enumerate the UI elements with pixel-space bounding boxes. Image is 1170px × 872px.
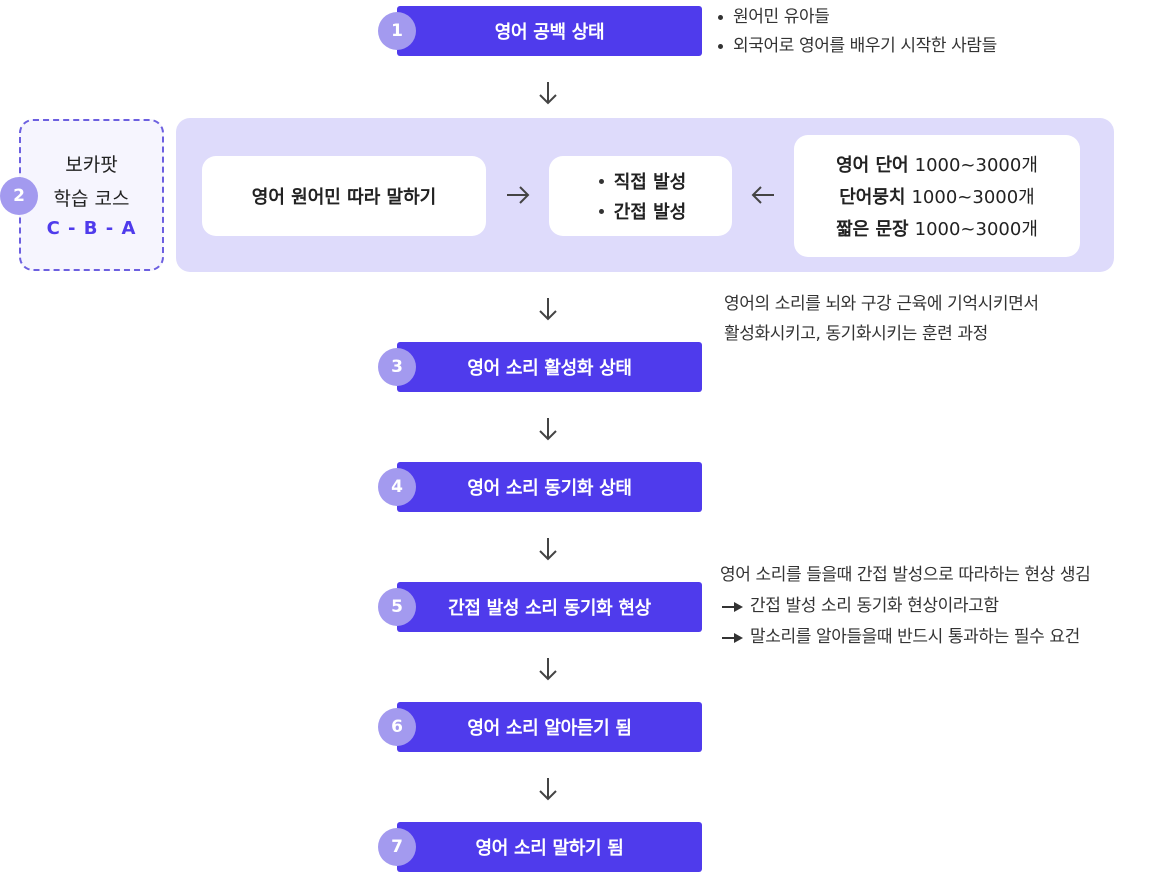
step-number-badge: 5	[378, 588, 416, 626]
note-text: 영어 소리를 들을때 간접 발성으로 따라하는 현상 생김	[720, 565, 1091, 585]
card-phonation: 직접 발성 간접 발성	[549, 156, 732, 236]
note-text: 간접 발성 소리 동기화 현상이라고함	[750, 596, 999, 616]
step-number-badge: 6	[378, 708, 416, 746]
step-1-bar: 영어 공백 상태	[397, 6, 702, 56]
note-text: 활성화시키고, 동기화시키는 훈련 과정	[724, 324, 988, 344]
arrow-down-icon	[539, 82, 557, 105]
note-text: 말소리를 알아들을때 반드시 통과하는 필수 요건	[750, 627, 1080, 647]
bullet-icon	[718, 44, 723, 49]
card-follow-native: 영어 원어민 따라 말하기	[202, 156, 486, 236]
vocab-value: 1000~3000개	[911, 187, 1035, 208]
step-label: 간접 발성 소리 동기화 현상	[448, 598, 651, 619]
step-number-badge: 3	[378, 348, 416, 386]
arrow-down-icon	[539, 538, 557, 561]
step-3-note: 영어의 소리를 뇌와 구강 근육에 기억시키면서 활성화시키고, 동기화시키는 …	[724, 289, 1039, 349]
arrow-down-icon	[539, 298, 557, 321]
note-text: 외국어로 영어를 배우기 시작한 사람들	[733, 36, 997, 56]
vocab-term: 짧은 문장	[836, 219, 909, 240]
arrow-right-icon	[507, 186, 530, 204]
bullet-icon	[718, 15, 723, 20]
note-text: 영어의 소리를 뇌와 구강 근육에 기억시키면서	[724, 294, 1039, 314]
card-list-item: 직접 발성	[613, 172, 687, 193]
course-number-badge: 2	[0, 177, 38, 215]
step-number-badge: 1	[378, 12, 416, 50]
course-box	[19, 119, 164, 271]
arrow-left-icon	[751, 186, 774, 204]
step-label: 영어 소리 알아듣기 됨	[467, 718, 632, 739]
vocab-term: 단어뭉치	[839, 187, 906, 208]
course-title-line1: 보카팟	[65, 154, 118, 176]
step-6-bar: 영어 소리 알아듣기 됨	[397, 702, 702, 752]
vocab-term: 영어 단어	[836, 155, 909, 176]
step-number-badge: 7	[378, 828, 416, 866]
step-4-bar: 영어 소리 동기화 상태	[397, 462, 702, 512]
step-3-bar: 영어 소리 활성화 상태	[397, 342, 702, 392]
step-number-badge: 4	[378, 468, 416, 506]
arrow-right-icon	[722, 632, 743, 643]
step-5-bar: 간접 발성 소리 동기화 현상	[397, 582, 702, 632]
step-1-notes: 원어민 유아들 외국어로 영어를 배우기 시작한 사람들	[714, 3, 997, 61]
step-7-bar: 영어 소리 말하기 됨	[397, 822, 702, 872]
arrow-down-icon	[539, 658, 557, 681]
bullet-icon	[598, 208, 604, 214]
arrow-right-icon	[722, 601, 743, 612]
vocab-value: 1000~3000개	[914, 219, 1038, 240]
arrow-down-icon	[539, 778, 557, 801]
course-code: C - B - A	[46, 218, 137, 239]
course-title-line2: 학습 코스	[53, 188, 130, 210]
vocab-value: 1000~3000개	[914, 155, 1038, 176]
step-label: 영어 공백 상태	[494, 22, 605, 43]
arrow-down-icon	[539, 418, 557, 441]
step-label: 영어 소리 동기화 상태	[467, 478, 632, 499]
note-text: 원어민 유아들	[733, 7, 830, 27]
step-label: 영어 소리 말하기 됨	[475, 838, 624, 859]
step-label: 영어 소리 활성화 상태	[467, 358, 632, 379]
step-5-note: 영어 소리를 들을때 간접 발성으로 따라하는 현상 생김 간접 발성 소리 동…	[720, 560, 1091, 653]
card-list-item: 간접 발성	[613, 202, 687, 223]
bullet-icon	[598, 178, 604, 184]
card-label: 영어 원어민 따라 말하기	[251, 187, 437, 208]
